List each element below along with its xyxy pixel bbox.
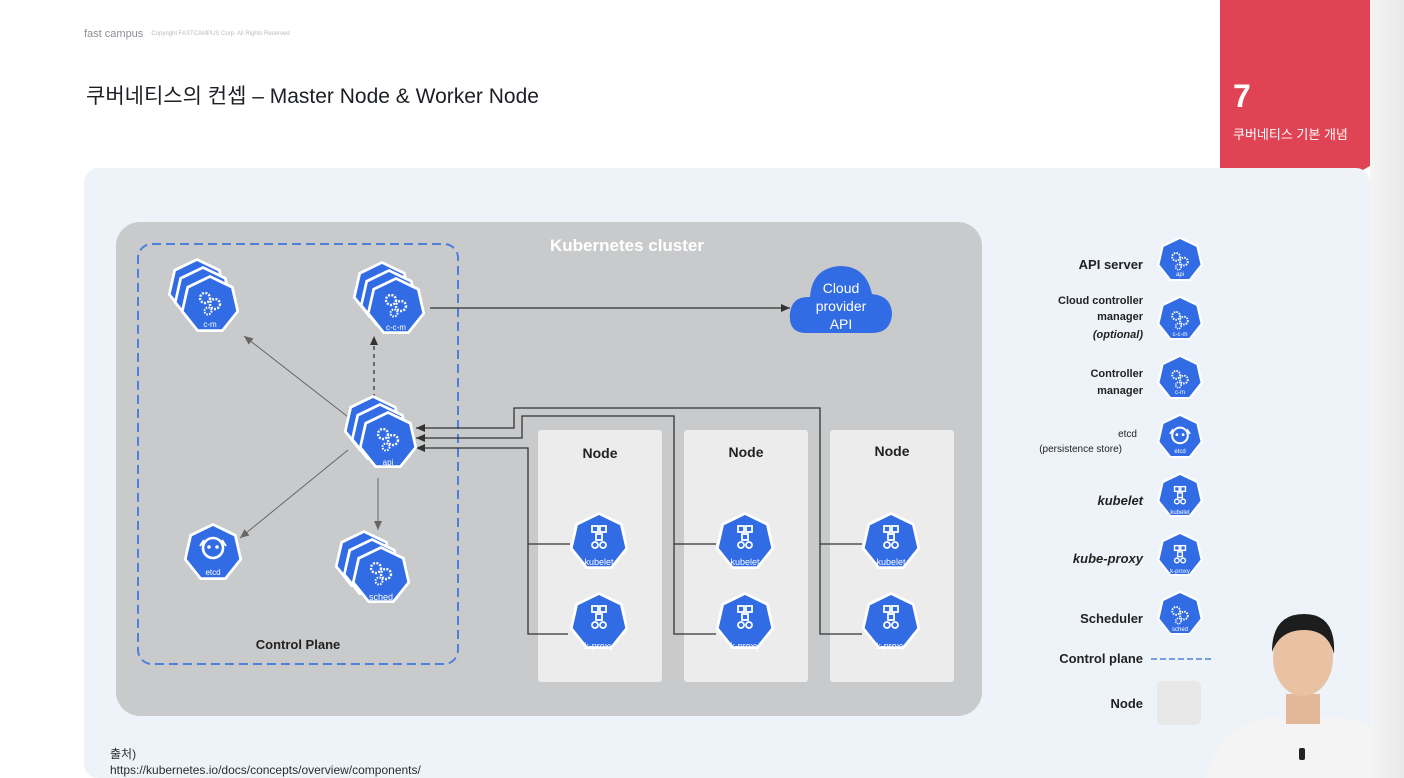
legend-node-swatch [1157,681,1201,725]
kproxy-label-3: k-proxy [876,641,906,651]
legend-kproxy-icon-label: k-proxy [1170,569,1190,575]
cloud-label-line-3: API [830,316,853,332]
kubelet-label-3: kubelet [876,557,906,567]
right-edge-shade [1370,0,1404,778]
worker-node-1-label: Node [583,445,618,461]
cloud-provider-api: Cloud provider API [789,266,892,333]
worker-node-3-label: Node [875,443,910,459]
legend-sched-icon-label: sched [1172,627,1188,633]
legend-scheduler: Scheduler [1080,611,1143,626]
legend-cm-icon-label: c-m [1175,390,1185,396]
kubelet-icon-node-3: kubelet [861,512,921,569]
legend-cm-line-1: Controller [1090,368,1143,380]
cloud-label-line-2: provider [816,298,867,314]
cloud-label-line-1: Cloud [823,280,860,296]
etcd-label: etcd [205,568,220,577]
kproxy-icon-node-3: k-proxy [861,592,921,651]
ccm-label: c-c-m [386,323,406,332]
legend-ccm-line-3: (optional) [1093,329,1143,341]
kubelet-icon-node-2: kubelet [715,512,775,569]
connection-lines [370,304,862,635]
legend-etcd-line-2: (persistence store) [1039,444,1122,455]
worker-node-2-label: Node [729,444,764,460]
source-label: 출처) [110,747,137,761]
cm-label: c-m [203,320,217,329]
legend-ccm-line-1: Cloud controller [1058,295,1144,307]
legend-etcd-line-1: etcd [1118,429,1137,440]
legend-kubelet: kubelet [1097,493,1143,508]
scheduler-icon: sched [334,530,411,603]
api-label: api [383,458,394,467]
chapter-number: 7 [1233,78,1251,114]
legend-api-server: API server [1079,257,1143,272]
cluster-label: Kubernetes cluster [550,236,704,255]
kproxy-label-2: k-proxy [730,641,760,651]
brand-logo: fast campus [84,28,144,40]
sched-label: sched [369,592,393,602]
legend-ccm-line-2: manager [1097,311,1144,323]
kubelet-icon-node-1: kubelet [569,512,629,569]
control-plane-label: Control Plane [256,637,341,652]
legend-cm-line-2: manager [1097,385,1144,397]
kproxy-icon-node-1: k-proxy [569,592,629,651]
slide-title: 쿠버네티스의 컨셉 – Master Node & Worker Node [86,85,539,108]
presenter-video [1206,614,1404,778]
legend-api-icon-label: api [1176,272,1184,278]
legend-kubelet-icon-label: kubelet [1170,510,1190,516]
copyright-text: Copyright FASTCAMPUS Corp. All Rights Re… [151,31,290,37]
legend-etcd-icon-label: etcd [1174,449,1185,455]
header-bar: fast campus Copyright FASTCAMPUS Corp. A… [84,28,290,40]
source-citation: 출처) https://kubernetes.io/docs/concepts/… [110,746,421,778]
legend-kube-proxy: kube-proxy [1073,551,1144,566]
cloud-controller-manager-icon: c-c-m [352,261,426,334]
kubelet-label-1: kubelet [584,557,614,567]
control-plane-box [137,243,459,665]
kubelet-label-2: kubelet [730,557,760,567]
chapter-title: 쿠버네티스 기본 개념 [1233,127,1348,142]
etcd-icon: etcd [183,523,243,580]
legend-ccm-icon-label: c-c-m [1173,332,1188,338]
api-server-icon: api [343,395,418,468]
legend-control-plane: Control plane [1059,651,1143,666]
controller-manager-icon: c-m [167,258,240,332]
kproxy-label-1: k-proxy [584,641,614,651]
source-url[interactable]: https://kubernetes.io/docs/concepts/over… [110,763,421,777]
legend-node: Node [1111,696,1144,711]
legend: API server api Cloud controller manager … [1039,236,1213,725]
internal-arrows [239,335,382,539]
kproxy-icon-node-2: k-proxy [715,592,775,651]
